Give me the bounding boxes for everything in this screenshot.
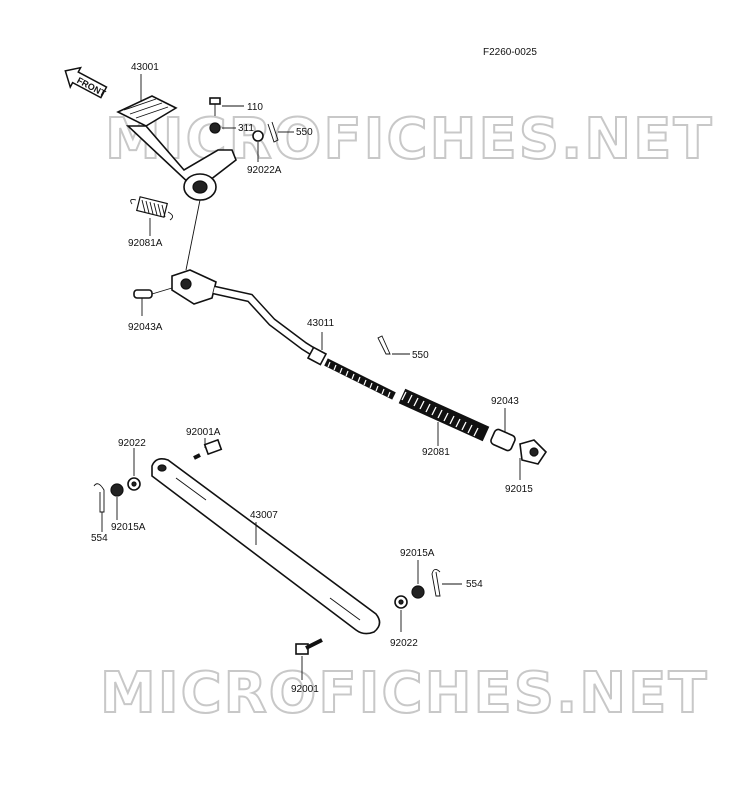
- label-43007: 43007: [250, 510, 278, 521]
- nut-92015a-left: [110, 483, 124, 520]
- washer-92022a: [252, 130, 264, 162]
- nut-311: [209, 122, 236, 134]
- label-92001a: 92001A: [186, 427, 221, 438]
- cotter-pin-554-left: [93, 483, 105, 532]
- label-550-middle: 550: [412, 350, 429, 361]
- label-92043a: 92043A: [128, 322, 163, 333]
- label-550-top: 550: [296, 127, 313, 138]
- label-92001: 92001: [291, 684, 319, 695]
- label-554-right: 554: [466, 579, 483, 590]
- clevis-pin-92043a: [133, 287, 173, 316]
- cotter-pin-554-right: [431, 569, 462, 597]
- label-92043: 92043: [491, 396, 519, 407]
- label-92015: 92015: [505, 484, 533, 495]
- return-spring-92081a: [130, 196, 173, 236]
- link-arm-43007: [151, 458, 381, 635]
- washer-92022-right: [394, 595, 408, 632]
- label-92015a-left: 92015A: [111, 522, 146, 533]
- label-92081: 92081: [422, 447, 450, 458]
- label-110: 110: [247, 102, 263, 113]
- front-arrow-icon: FRONT: [64, 66, 108, 99]
- label-92022-right: 92022: [390, 638, 418, 649]
- label-554-left: 554: [91, 533, 108, 544]
- bolt-92001a: [193, 438, 223, 460]
- cotter-pin-550-top: [267, 121, 294, 143]
- rod-clevis: [171, 269, 217, 305]
- watermark-bottom: MICROFICHES.NET: [100, 661, 709, 726]
- spring-92081: [398, 388, 490, 446]
- figure-code: F2260-0025: [483, 47, 537, 58]
- threaded-rod: [324, 358, 396, 400]
- nut-92015a-right: [411, 560, 425, 599]
- cotter-pin-550-middle: [377, 335, 410, 355]
- adjusting-nut-92015: [519, 439, 548, 480]
- label-92022-left: 92022: [118, 438, 146, 449]
- bolt-110: [209, 97, 244, 116]
- label-92081a: 92081A: [128, 238, 163, 249]
- brake-rod-43011: [213, 285, 328, 366]
- washer-92022-left: [127, 448, 141, 491]
- brake-pedal: [116, 95, 237, 271]
- label-311: 311: [238, 123, 254, 134]
- label-92022a: 92022A: [247, 165, 282, 176]
- trunnion-92043: [490, 408, 516, 452]
- label-43011: 43011: [307, 318, 335, 329]
- bolt-92001: [295, 638, 323, 680]
- label-43001: 43001: [131, 62, 159, 73]
- label-92015a-right: 92015A: [400, 548, 435, 559]
